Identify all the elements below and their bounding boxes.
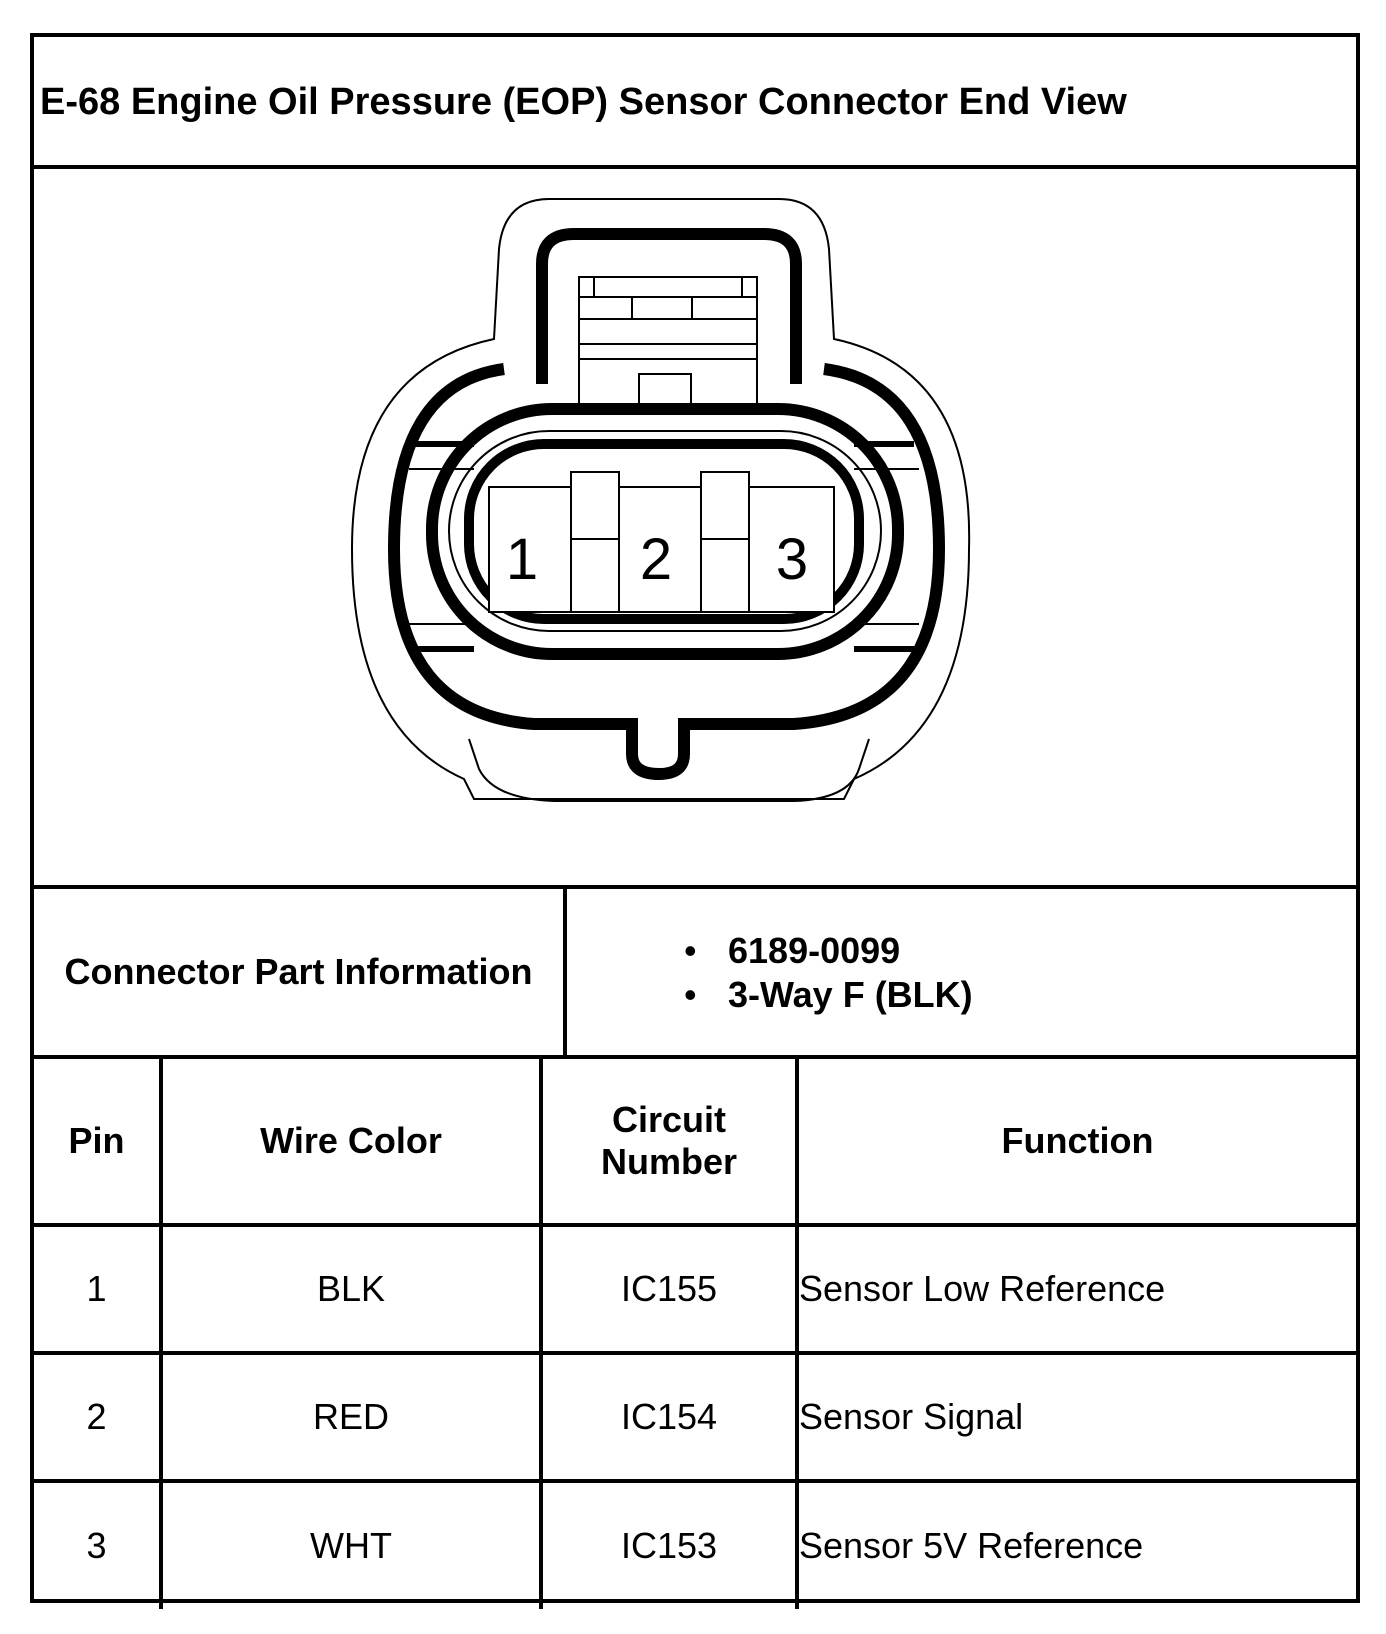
- header-function: Function: [797, 1059, 1356, 1227]
- terminal-cavities: [488, 471, 835, 613]
- part-info-list: 6189-0099 3-Way F (BLK): [684, 929, 973, 1017]
- pin-cell: 2: [34, 1353, 163, 1483]
- wire-color-cell: RED: [161, 1353, 543, 1483]
- wire-color-cell: BLK: [161, 1225, 543, 1355]
- latch-outline: [536, 228, 802, 384]
- connector-info-sheet: E-68 Engine Oil Pressure (EOP) Sensor Co…: [30, 33, 1360, 1609]
- connector-inner-ring: [448, 430, 882, 632]
- title-row: E-68 Engine Oil Pressure (EOP) Sensor Co…: [34, 37, 1356, 169]
- pin-table: Pin Wire Color Circuit Number Function 1…: [34, 1059, 1356, 1609]
- housing-bottom-tab: [468, 738, 870, 802]
- header-circuit-line1: Circuit: [611, 1099, 726, 1140]
- pin-table-header: Pin Wire Color Circuit Number Function: [34, 1059, 1356, 1227]
- connector-end-view-drawing: 1 2 3: [350, 198, 971, 802]
- function-cell: Sensor Signal: [797, 1353, 1356, 1483]
- part-info-item: 6189-0099: [684, 929, 973, 973]
- function-cell: Sensor 5V Reference: [799, 1525, 1144, 1566]
- cavity-label-2: 2: [640, 527, 672, 592]
- connector-body-outer: [387, 363, 946, 781]
- housing-outline: [350, 198, 971, 800]
- part-info-item: 3-Way F (BLK): [684, 973, 973, 1017]
- table-row: 2 RED IC154 Sensor Signal: [34, 1353, 1356, 1483]
- header-circuit-line2: Number: [600, 1141, 738, 1182]
- connector-drawing-area: 1 2 3: [34, 169, 1356, 889]
- function-cell: Sensor Low Reference: [797, 1225, 1356, 1355]
- cavity-label-1: 1: [506, 527, 538, 592]
- page-title: E-68 Engine Oil Pressure (EOP) Sensor Co…: [40, 81, 1127, 123]
- part-info-label: Connector Part Information: [34, 889, 567, 1055]
- header-wire-color: Wire Color: [161, 1059, 543, 1227]
- cavity-label-3: 3: [776, 527, 808, 592]
- connector-shroud-ring: [426, 403, 904, 660]
- header-circuit-number: Circuit Number: [541, 1059, 799, 1227]
- wire-color-cell: WHT: [161, 1481, 543, 1609]
- connector-part-info-row: Connector Part Information 6189-0099 3-W…: [34, 889, 1356, 1059]
- cavity-outline: [464, 439, 864, 624]
- circuit-cell: IC154: [541, 1353, 799, 1483]
- table-row: 1 BLK IC155 Sensor Low Reference: [34, 1225, 1356, 1355]
- circuit-cell: IC153: [541, 1481, 799, 1609]
- pin-cell: 3: [34, 1481, 163, 1609]
- pin-cell: 1: [34, 1225, 163, 1355]
- table-row: 3 WHT IC153 Sensor 5V Reference: [34, 1481, 1356, 1609]
- latch-detail: [578, 276, 758, 408]
- circuit-cell: IC155: [541, 1225, 799, 1355]
- header-pin: Pin: [34, 1059, 163, 1227]
